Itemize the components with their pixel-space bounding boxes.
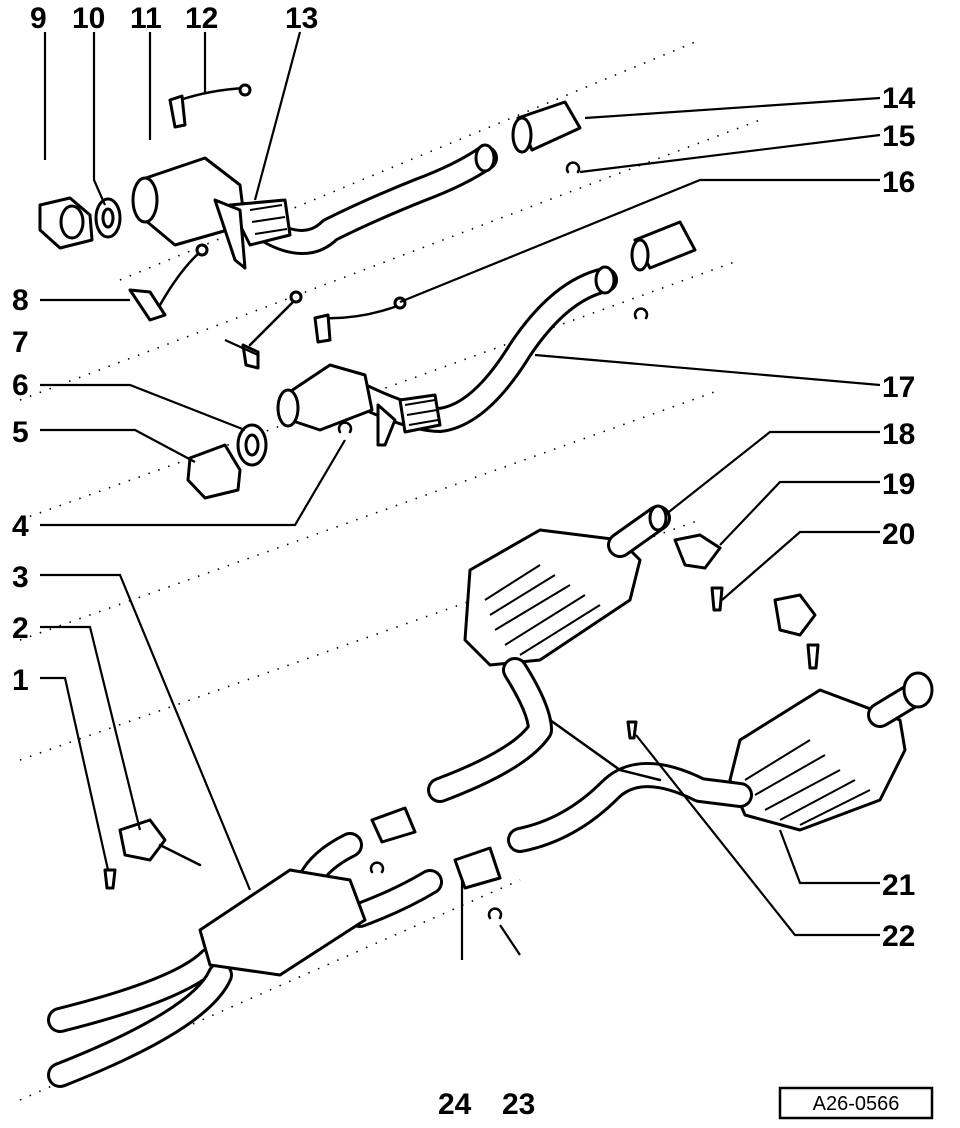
callout-8: 8	[12, 284, 29, 317]
upper-flange-clamp	[38, 196, 122, 250]
lower-catalytic-converter-pipe	[276, 265, 618, 447]
pipe-clamps-upper	[511, 100, 697, 320]
callout-24: 24	[438, 1088, 472, 1121]
callout-13: 13	[285, 2, 318, 35]
callout-19: 19	[882, 468, 915, 501]
callout-16: 16	[882, 166, 915, 199]
callout-12: 12	[185, 2, 218, 35]
callout-20: 20	[882, 518, 915, 551]
center-muffler-y-pipe	[47, 818, 443, 1088]
callout-22: 22	[882, 920, 915, 953]
callout-21: 21	[882, 869, 915, 902]
callout-6: 6	[12, 369, 29, 402]
callout-5: 5	[12, 416, 29, 449]
intermediate-pipes	[369, 657, 753, 920]
middle-flange-clamp	[186, 421, 353, 500]
callout-23: 23	[502, 1088, 535, 1121]
upper-catalytic-converter-pipe	[131, 143, 498, 270]
callout-4: 4	[12, 510, 29, 543]
callout-18: 18	[882, 418, 915, 451]
callout-2: 2	[12, 612, 29, 645]
callout-7: 7	[12, 326, 29, 359]
callout-14: 14	[882, 82, 916, 115]
front-muffler	[463, 504, 724, 667]
oxygen-sensor-wires	[128, 83, 407, 370]
callout-labels: 9 10 11 12 13 14 15 16 8 7 6 17 5 18 19 …	[12, 2, 916, 1121]
callout-15: 15	[882, 120, 915, 153]
callout-17: 17	[882, 371, 915, 404]
callout-11: 11	[130, 2, 162, 35]
leader-lines	[40, 31, 881, 960]
callout-3: 3	[12, 561, 29, 594]
callout-9: 9	[30, 2, 47, 35]
dotted-guide-lines	[19, 39, 761, 1101]
figure-reference-box: A26-0566	[778, 1086, 934, 1120]
callout-10: 10	[72, 2, 105, 35]
callout-1: 1	[12, 664, 29, 697]
figure-reference: A26-0566	[813, 1093, 900, 1115]
rear-muffler	[728, 593, 934, 832]
